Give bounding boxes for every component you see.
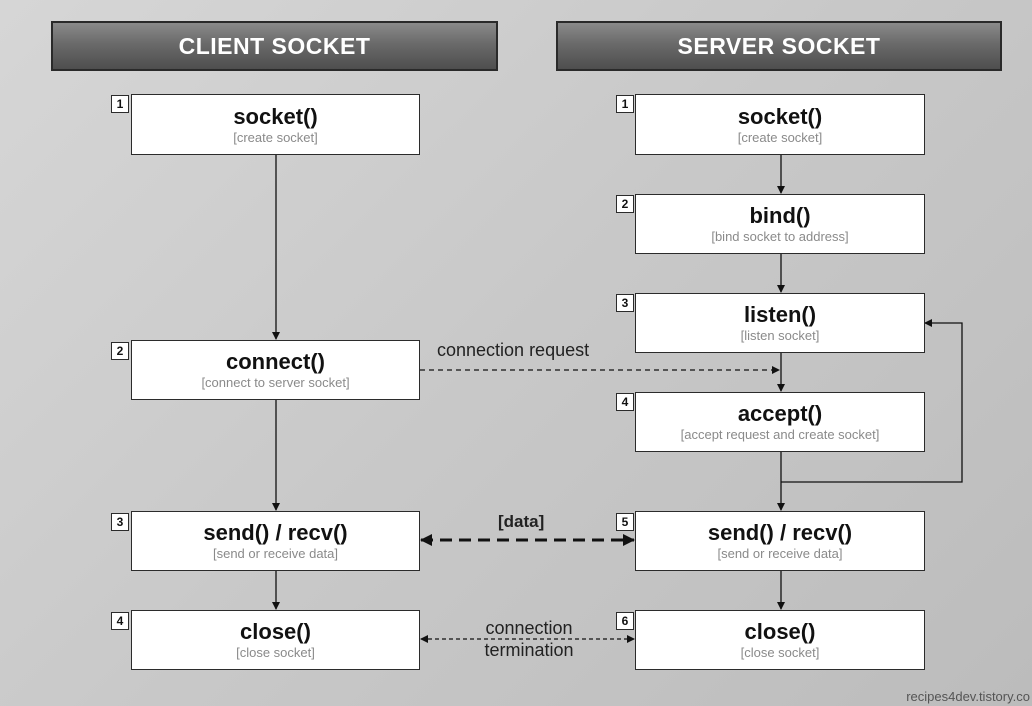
server-socket-box: socket() [create socket] — [635, 94, 925, 155]
client-connect-desc: [connect to server socket] — [201, 375, 350, 390]
data-label: [data] — [498, 512, 545, 531]
server-send-recv-desc: [send or receive data] — [717, 546, 843, 561]
client-step-1-number: 1 — [111, 95, 129, 113]
client-socket-fn: socket() — [233, 103, 318, 129]
server-listen-box: listen() [listen socket] — [635, 293, 925, 353]
server-step-5-number: 5 — [616, 513, 634, 531]
server-listen-fn: listen() — [743, 302, 817, 327]
client-step-4-number: 4 — [111, 612, 129, 630]
server-accept-desc: [accept request and create socket] — [680, 427, 880, 442]
server-listen-desc: [listen socket] — [740, 328, 820, 343]
server-close-fn: close() — [744, 619, 816, 644]
client-step-2-number: 2 — [111, 342, 129, 360]
connection-termination-line-1: connection — [485, 618, 573, 638]
server-send-recv-box: send() / recv() [send or receive data] — [635, 511, 925, 571]
client-connect-fn: connect() — [226, 349, 325, 374]
server-accept-fn: accept() — [737, 401, 823, 426]
watermark: recipes4dev.tistory.co — [906, 689, 1030, 704]
connection-request-label: connection request — [437, 340, 590, 360]
client-connect-box: connect() [connect to server socket] — [131, 340, 420, 400]
client-close-desc: [close socket] — [236, 645, 315, 660]
server-socket-fn: socket() — [737, 103, 823, 129]
edge-loop-back-to-listen — [781, 319, 963, 483]
server-send-recv-fn: send() / recv() — [707, 520, 853, 545]
client-socket-header: CLIENT SOCKET — [51, 21, 498, 71]
server-bind-fn: bind() — [749, 203, 811, 228]
server-bind-box: bind() [bind socket to address] — [635, 194, 925, 254]
server-accept-box: accept() [accept request and create sock… — [635, 392, 925, 452]
client-step-3-number: 3 — [111, 513, 129, 531]
client-send-recv-box: send() / recv() [send or receive data] — [131, 511, 420, 571]
client-socket-desc: [create socket] — [233, 129, 318, 145]
client-close-box: close() [close socket] — [131, 610, 420, 670]
server-socket-header: SERVER SOCKET — [556, 21, 1002, 71]
server-bind-desc: [bind socket to address] — [711, 229, 849, 244]
server-step-4-number: 4 — [616, 393, 634, 411]
server-socket-desc: [create socket] — [737, 129, 823, 145]
client-send-recv-desc: [send or receive data] — [212, 546, 339, 561]
server-step-1-number: 1 — [616, 95, 634, 113]
server-step-6-number: 6 — [616, 612, 634, 630]
connection-termination-label: connection termination — [464, 617, 594, 661]
server-close-box: close() [close socket] — [635, 610, 925, 670]
client-send-recv-fn: send() / recv() — [203, 520, 348, 545]
server-close-desc: [close socket] — [740, 645, 820, 660]
client-close-fn: close() — [240, 619, 311, 644]
server-step-3-number: 3 — [616, 294, 634, 312]
client-socket-box: socket() [create socket] — [131, 94, 420, 155]
server-step-2-number: 2 — [616, 195, 634, 213]
connection-termination-line-2: termination — [484, 640, 574, 660]
